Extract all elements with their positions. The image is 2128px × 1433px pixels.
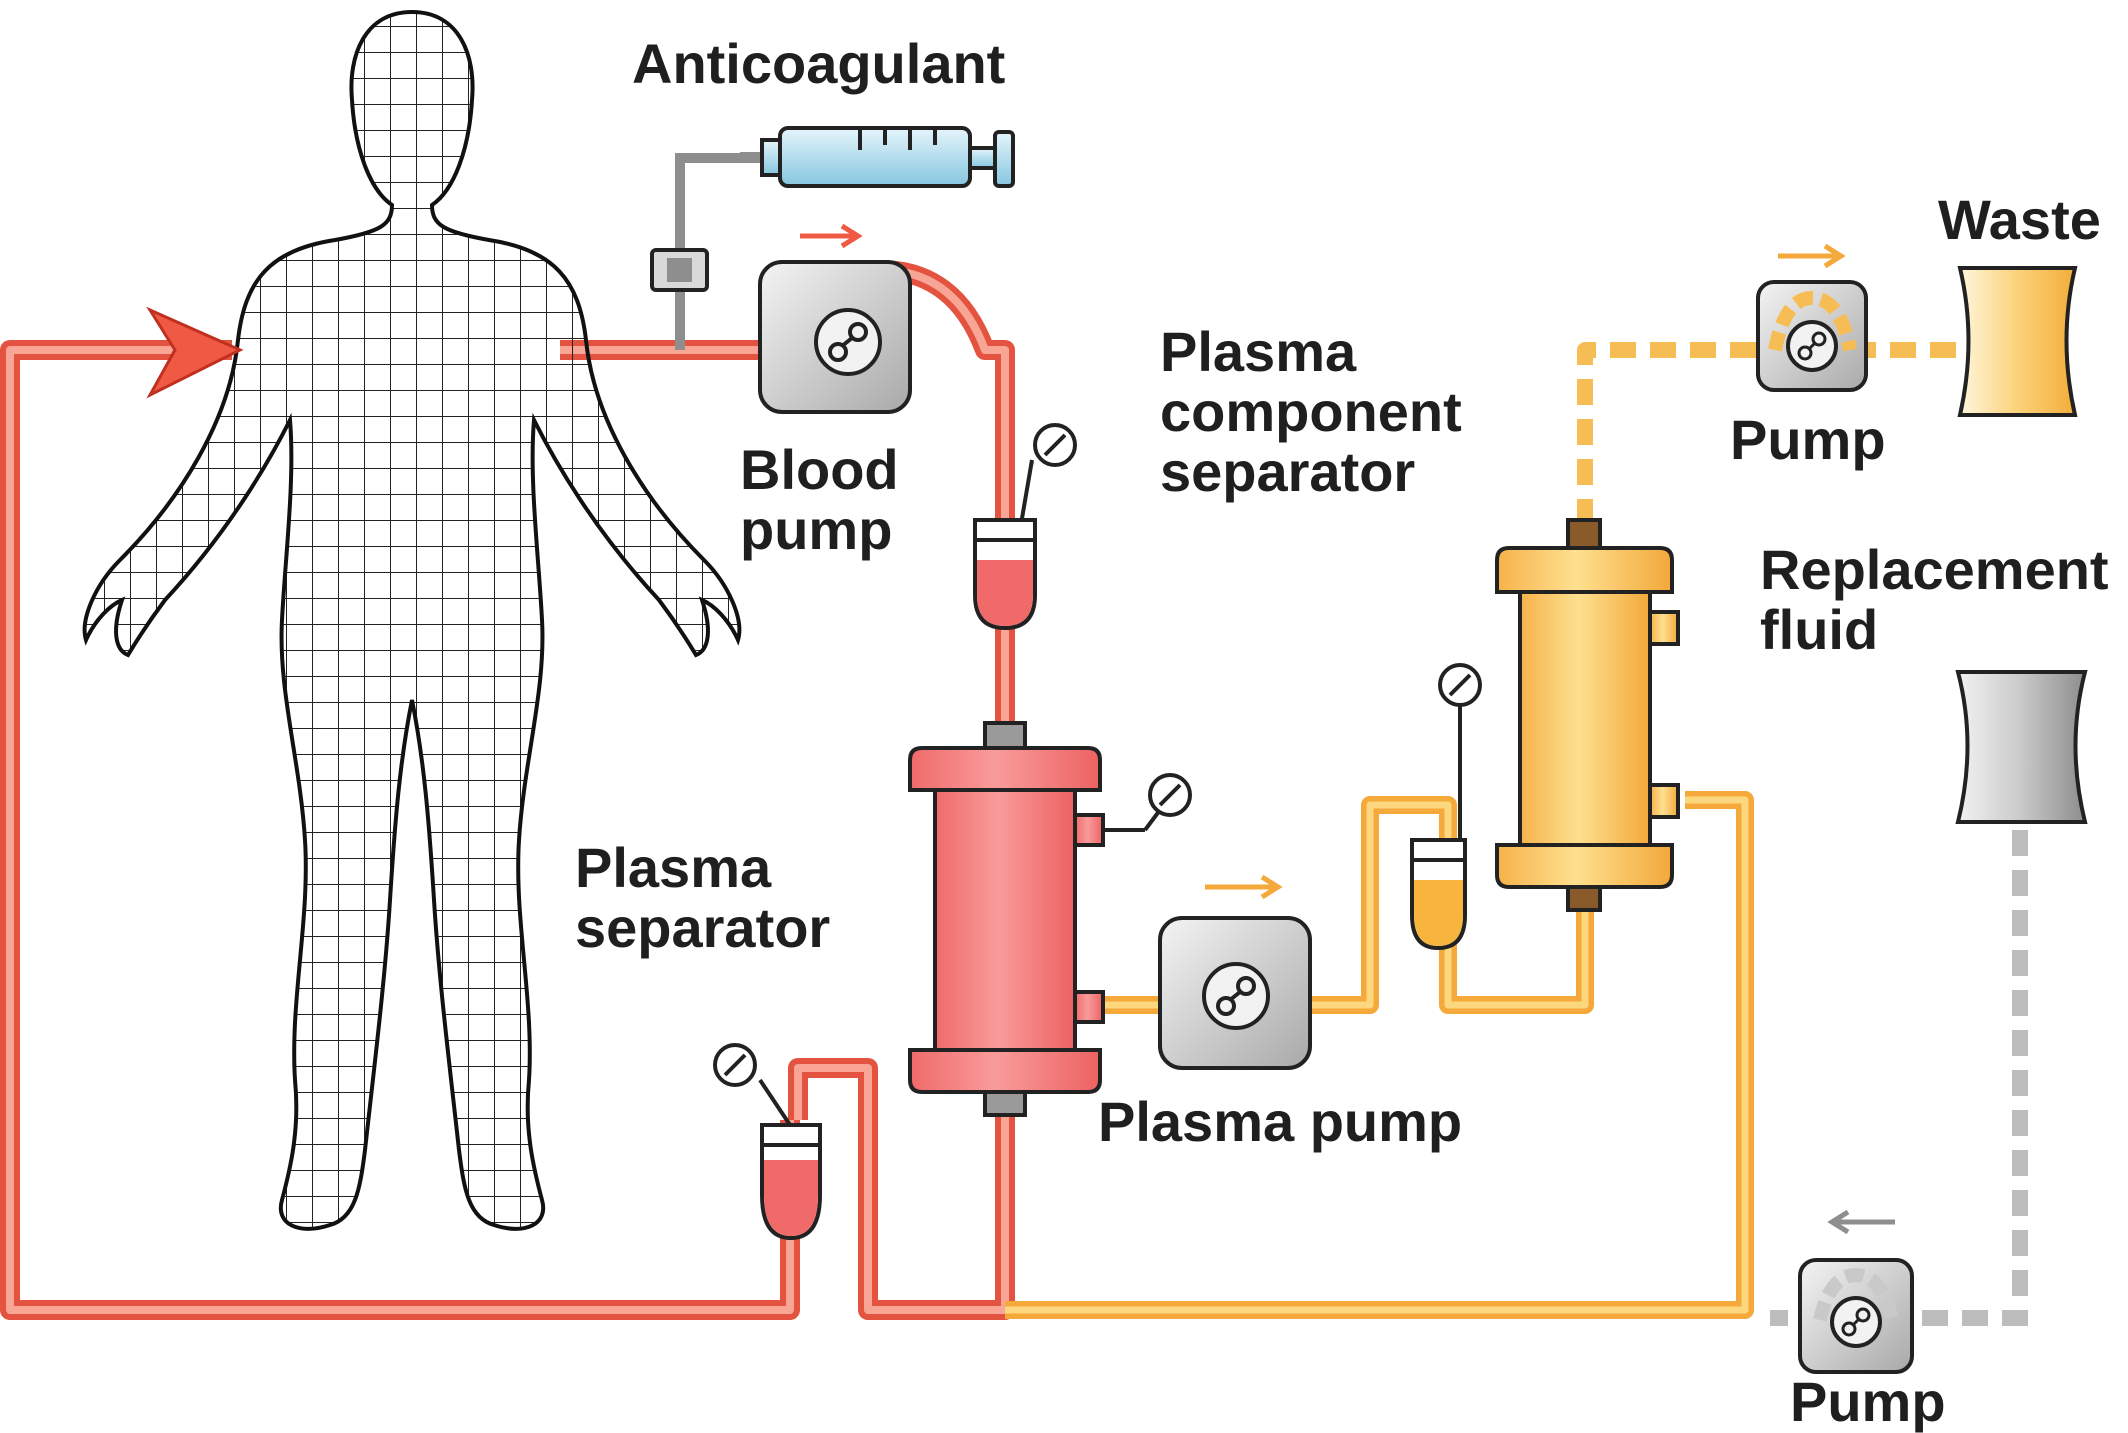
drip-chamber-icon: [973, 518, 1037, 631]
waste-pump-label: Pump: [1730, 408, 1886, 471]
flow-arrow-icon: [800, 223, 863, 249]
flow-arrow-icon: [1205, 874, 1283, 900]
plasma-pump-label: Plasma pump: [1098, 1090, 1463, 1153]
plasma-pump-icon: [1158, 916, 1312, 1070]
plasma-separator-label: Plasma separator: [575, 836, 831, 959]
pressure-gauge-icon: [1438, 663, 1482, 840]
flow-arrow-icon: [146, 306, 244, 399]
blood-pump-label: Blood pump: [740, 438, 899, 561]
anticoagulant-label: Anticoagulant: [632, 32, 1006, 95]
blood-pump-icon: [758, 260, 912, 414]
syringe-icon: [740, 126, 1015, 188]
human-figure-icon: [82, 9, 742, 1231]
waste-bag-icon: [1957, 266, 2078, 417]
replacement-pump-icon: [1798, 1258, 1914, 1374]
replacement-fluid-bag-icon: [1955, 670, 2088, 824]
pressure-gauge-icon: [1103, 773, 1192, 832]
replacement-fluid-label: Replacement fluid: [1760, 538, 2109, 661]
flow-arrow-icon: [1778, 243, 1846, 269]
waste-pump-icon: [1756, 280, 1868, 392]
pressure-gauge-icon: [1018, 423, 1077, 531]
plasma-component-separator-label: Plasma component separator: [1160, 320, 1462, 503]
drip-chamber-icon: [760, 1123, 822, 1241]
pressure-gauge-icon: [713, 1043, 792, 1127]
waste-label: Waste: [1938, 188, 2101, 251]
plasma-separator-icon: [908, 721, 1105, 1117]
drip-chamber-icon: [1410, 838, 1467, 951]
replacement-pump-label: Pump: [1790, 1370, 1946, 1433]
replacement-line: [1770, 830, 2028, 1326]
flow-arrow-icon: [1827, 1209, 1895, 1235]
plasma-component-separator-icon: [1495, 518, 1680, 912]
